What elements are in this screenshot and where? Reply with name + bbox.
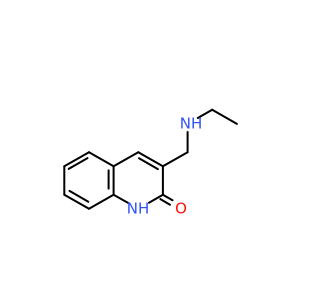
- bond-benzene-4: [88, 193, 115, 210]
- bond-ring-n1-c8a: [112, 193, 129, 204]
- bond-benzene-inner-2: [68, 189, 90, 203]
- bond-ring-c4-c3: [137, 151, 164, 168]
- bond-ring-c4-c3-inner: [138, 157, 159, 171]
- bond-benzene-6: [88, 151, 115, 168]
- amine-nh-label: NH: [180, 115, 203, 133]
- bond-chain-n-ch2: [196, 108, 214, 119]
- ring-nh-label: NH: [127, 200, 150, 218]
- bond-carbonyl-1: [161, 193, 174, 202]
- bond-chain-c3-ch2: [161, 151, 189, 168]
- bond-ring-c4a-c4: [112, 151, 140, 168]
- bond-benzene-inner-1: [67, 157, 89, 170]
- bond-carbonyl-2: [159, 198, 171, 206]
- bond-ring-c2-n1: [148, 193, 164, 204]
- bond-benzene-1: [63, 151, 90, 168]
- molecule-structure: NH NH O: [63, 108, 238, 218]
- carbonyl-oxygen-label: O: [175, 200, 187, 218]
- bond-benzene-3: [63, 193, 90, 210]
- bond-chain-ch2-ch3: [211, 108, 238, 125]
